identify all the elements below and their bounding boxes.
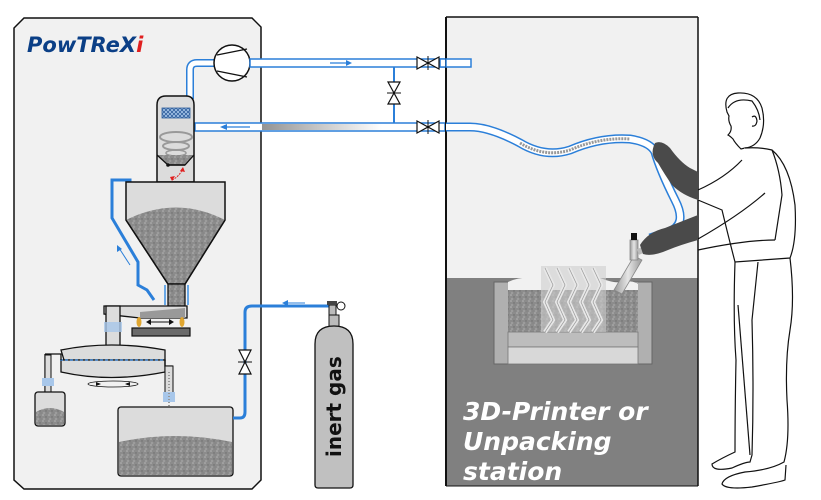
collection-container (117, 406, 234, 477)
pressure-gauge-icon (336, 301, 346, 311)
valve-bypass-icon (386, 81, 402, 105)
valve-return-icon (416, 119, 440, 135)
pump-icon (213, 44, 251, 82)
sieve-unit (42, 305, 175, 430)
printed-part (541, 266, 606, 334)
fines-container (34, 391, 66, 427)
gas-cylinder (314, 301, 354, 489)
dosing-slide (103, 305, 191, 337)
gas-cylinder-label: inert gas (322, 356, 346, 457)
powder-hopper (125, 181, 226, 307)
build-box (493, 266, 653, 365)
glove-upper (652, 142, 698, 200)
recirculation-pipe (110, 178, 156, 301)
flexible-hose (446, 122, 685, 243)
app-title: PowTReXi (27, 33, 144, 57)
operator-figure (697, 92, 797, 489)
return-pipe (194, 122, 446, 132)
title-accent: i (136, 33, 144, 57)
station-label: 3D-Printer or Unpacking station (463, 397, 656, 486)
station-label-line-2: Unpacking (463, 427, 612, 456)
title-main: PowTReX (27, 33, 138, 57)
flow-arrow-up (118, 247, 131, 266)
cyclone-separator (156, 95, 195, 183)
station-label-line-1: 3D-Printer or (463, 397, 649, 426)
filter-mesh (161, 107, 191, 119)
outgoing-pipe-stub (445, 58, 472, 68)
suction-pipe (186, 59, 218, 99)
glove-lower (640, 215, 698, 255)
valve-gas-icon (238, 349, 252, 375)
station-label-line-3: station (463, 457, 562, 486)
rotation-arrow-icon (87, 380, 139, 388)
valve-outgoing-icon (416, 55, 440, 71)
